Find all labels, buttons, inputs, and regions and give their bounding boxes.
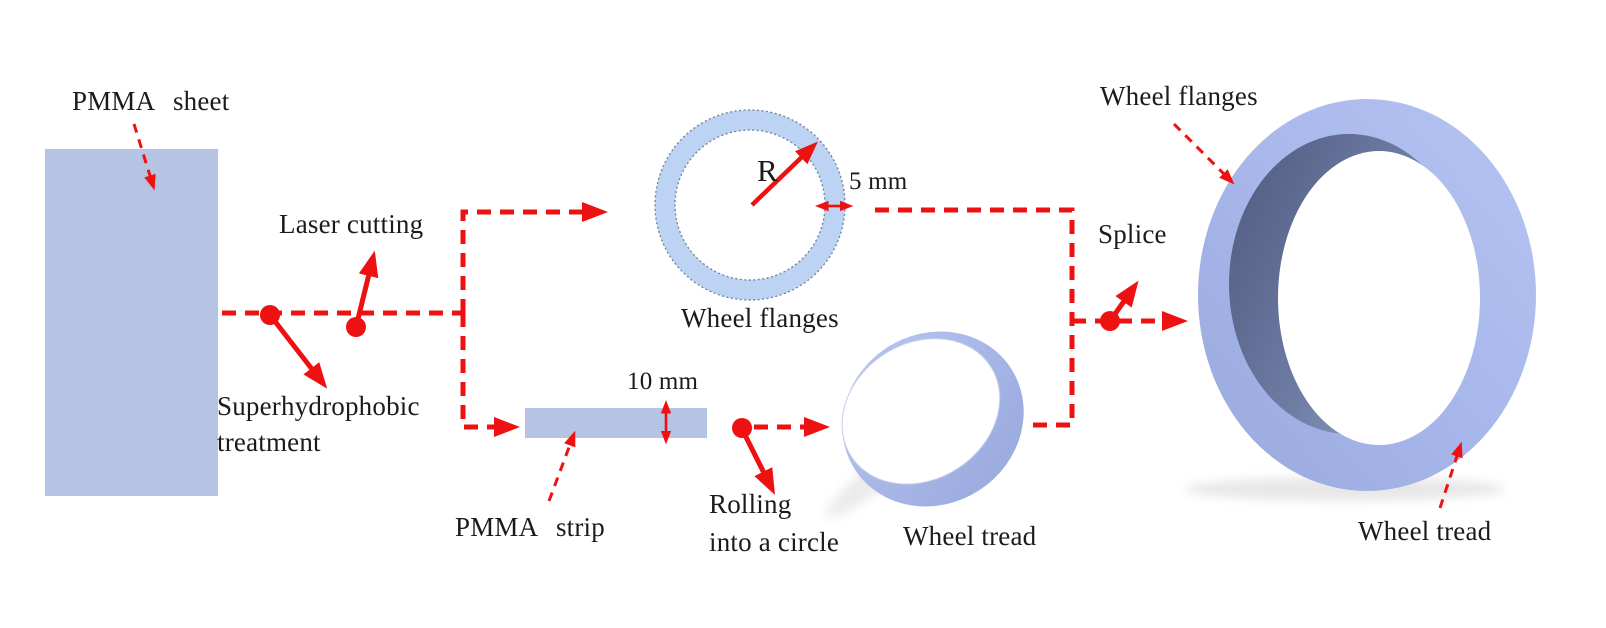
flow-branch-to-flanges [460,202,608,313]
dimension-arrows [660,200,854,445]
pmma-sheet-label: PMMA sheet [72,86,230,116]
junction-dot-rolling [732,418,752,438]
splice-label: Splice [1098,219,1167,249]
pmma-sheet-shape [45,149,218,496]
wheel-flanges-mid-label: Wheel flanges [681,303,839,333]
pmma-strip-label: PMMA strip [455,512,605,542]
junction-dot-splice [1100,311,1120,331]
wheel-tread-shape [825,331,1024,518]
junction-dot-laser-cutting [346,317,366,337]
flow-flanges-tread-merge [875,207,1075,428]
rolling-label-line2: into a circle [709,527,840,557]
arrow-superhydrophobic [268,313,328,389]
rolling-label-line1: Rolling [709,489,792,519]
flow-branch-to-strip [460,313,520,437]
superhydrophobic-treatment-label: Superhydrophobic treatment [217,391,420,458]
wheel-flanges-ring-shape [654,109,846,301]
wheel-tread-right-label: Wheel tread [1358,516,1492,546]
wheel-tread-mid-label: Wheel tread [903,521,1037,551]
junction-dot-superhydrophobic [260,305,280,325]
wheel-flanges-right-label: Wheel flanges [1100,81,1258,111]
pmma-strip-shape [525,408,707,438]
pointer-pmma-strip [547,430,576,502]
final-wheel-shape [1185,99,1536,501]
pointer-wheel-tread-right [1438,441,1463,509]
radius-arrow [750,141,818,207]
label-pointer-arrows [132,122,1463,509]
laser-cutting-label: Laser cutting [279,209,424,239]
radius-label: R [757,153,778,188]
flow-junction-dots [260,305,1120,438]
dim-10mm-label: 10 mm [627,368,699,395]
dim-5mm-label: 5 mm [849,168,908,195]
pointer-wheel-flanges-right [1172,122,1235,185]
